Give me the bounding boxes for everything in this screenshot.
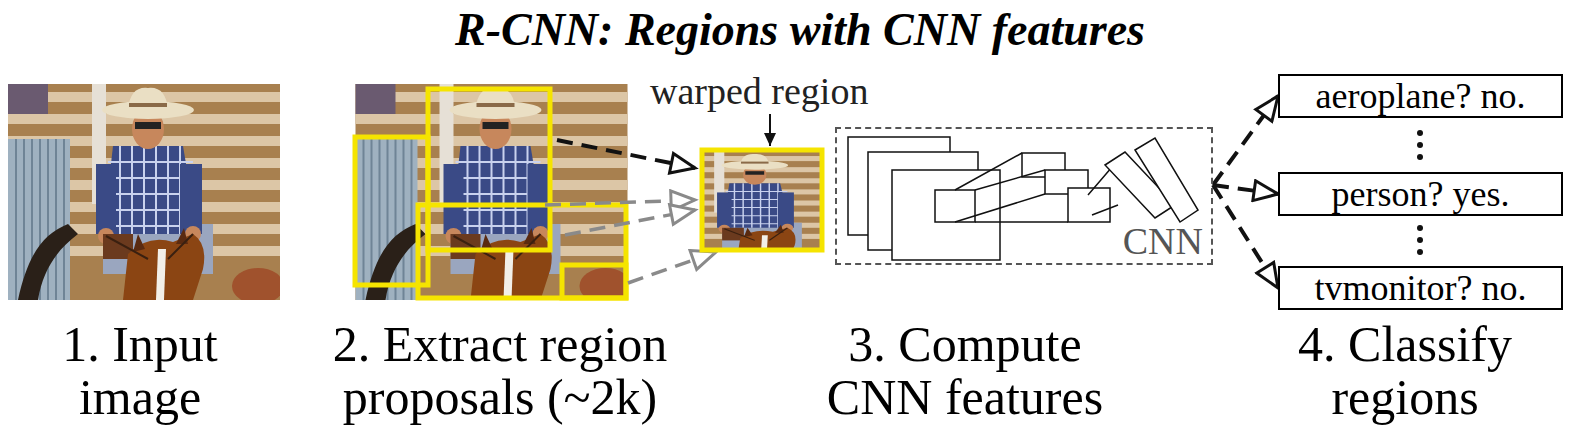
class-box: person? yes. [1278,172,1563,216]
cnn-layers-part [955,153,1068,222]
step-caption: 2. Extract region proposals (~2k) [300,318,700,424]
callout-label: warped region [650,70,868,112]
dashed-arrow [1213,96,1278,185]
cnn-layers-part [1135,138,1198,222]
step-caption: 3. Compute CNN features [815,318,1115,424]
proposal-image-part [355,89,626,298]
proposal-image-part [356,84,632,304]
class-box: aeroplane? no. [1278,74,1563,118]
proposal-arrows-part [545,200,695,205]
proposal-image [355,84,632,304]
ellipsis-dots-part [1417,237,1423,243]
warped-image [653,150,853,263]
input-image-part [8,84,284,304]
step-caption: 1. Input image [20,318,260,424]
ellipsis-dots-part [1417,154,1423,160]
leader-arrow [769,114,771,146]
proposal-image-part-part [418,205,626,298]
dashed-arrow [1213,185,1278,288]
proposal-image-part-part [428,89,550,250]
cnn-layers-part [892,170,1000,260]
node-text: person? yes. [1332,175,1510,213]
input-image-part-part [8,84,284,304]
node-text: CNN [1123,221,1203,261]
class-box: tvmonitor? no. [1278,266,1563,310]
proposal-arrows [545,140,716,283]
ellipsis-dots-part [1417,130,1423,136]
warped-image-part [702,150,822,250]
ellipsis-dots-part [1417,225,1423,231]
proposal-image-part-part [562,265,626,298]
diagram-title: R-CNN: Regions with CNN features [100,2,1500,58]
step-caption: 4. Classify regions [1255,318,1555,424]
ellipsis-dots-part [1417,249,1423,255]
dashed-arrow [1213,185,1278,194]
proposal-arrows-part [628,252,716,283]
proposal-image-part-part [356,84,632,304]
ellipsis-dots-part [1417,142,1423,148]
node-text: tvmonitor? no. [1315,269,1527,307]
proposal-arrows-part [565,210,695,235]
node-text: aeroplane? no. [1316,77,1526,115]
input-image [8,84,284,304]
network-box: CNN [835,127,1213,265]
proposal-arrows-part [557,140,695,168]
